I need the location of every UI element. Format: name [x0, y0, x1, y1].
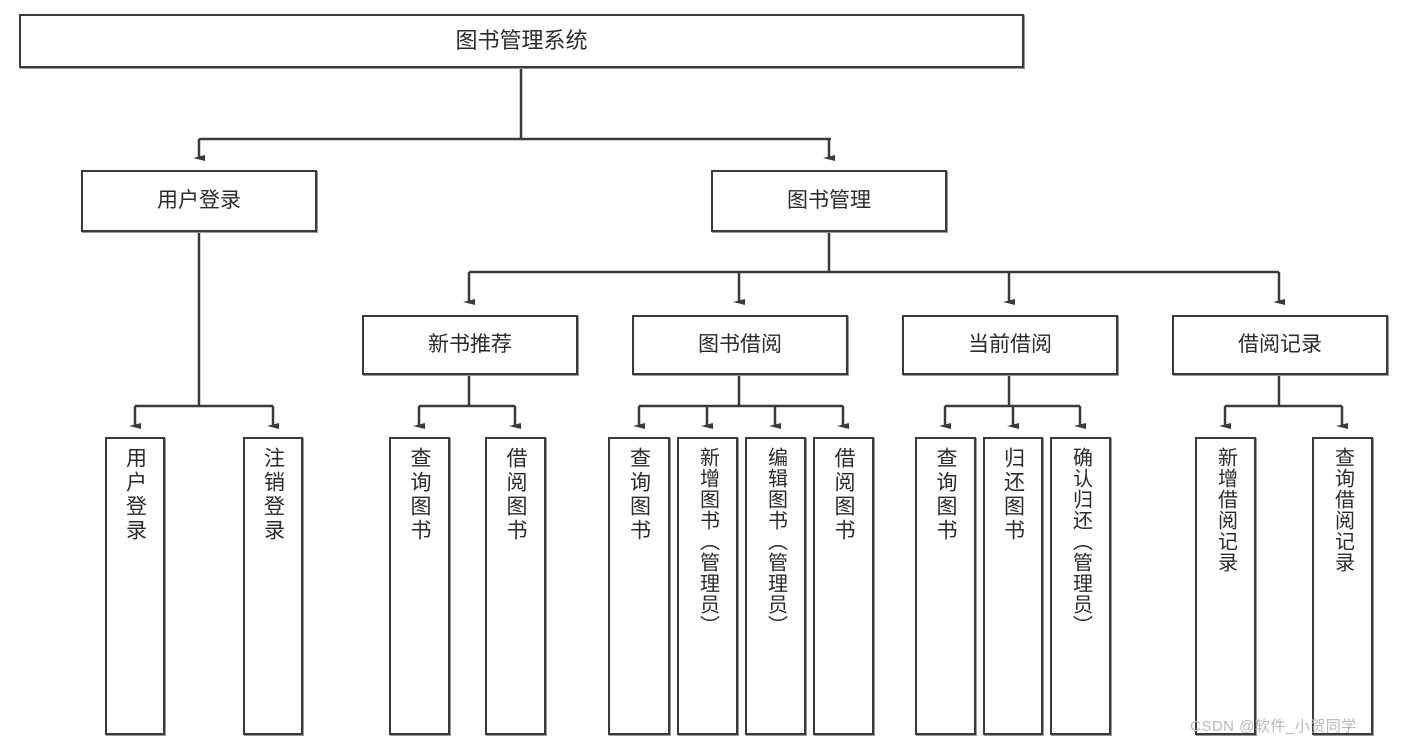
node-new-book-recommend[interactable]: 新书推荐 [362, 315, 578, 375]
node-root[interactable]: 图书管理系统 [19, 14, 1024, 68]
node-current-borrow-label: 当前借阅 [968, 332, 1052, 356]
node-leaf-query-book-3-label: 查询图书 [934, 447, 957, 543]
node-book-manage-label: 图书管理 [787, 188, 871, 212]
node-leaf-borrow-book-2-label: 借阅图书 [832, 447, 855, 543]
node-leaf-add-borrow-record-label: 新增借阅记录 [1214, 447, 1237, 573]
node-leaf-borrow-book-1[interactable]: 借阅图书 [485, 437, 546, 735]
node-book-manage[interactable]: 图书管理 [711, 170, 947, 232]
watermark-text: CSDN @软件_小贺同学 [1190, 718, 1357, 735]
node-current-borrow[interactable]: 当前借阅 [902, 315, 1118, 375]
node-leaf-query-book-2-label: 查询图书 [627, 447, 651, 543]
node-leaf-add-book-admin-label: 新增图书（管理员） [696, 447, 719, 636]
node-borrow-record-label: 借阅记录 [1238, 332, 1322, 356]
node-book-borrow[interactable]: 图书借阅 [632, 315, 848, 375]
node-leaf-user-logout-label: 注销登录 [261, 447, 285, 543]
node-user-login-label: 用户登录 [157, 188, 241, 212]
node-leaf-borrow-book-1-label: 借阅图书 [504, 447, 527, 543]
node-leaf-query-borrow-record-label: 查询借阅记录 [1331, 447, 1354, 573]
node-leaf-user-login-label: 用户登录 [123, 447, 147, 543]
node-leaf-user-logout[interactable]: 注销登录 [243, 437, 303, 735]
node-leaf-add-borrow-record[interactable]: 新增借阅记录 [1195, 437, 1256, 735]
node-leaf-query-borrow-record[interactable]: 查询借阅记录 [1312, 437, 1373, 735]
node-leaf-return-book[interactable]: 归还图书 [983, 437, 1043, 735]
node-leaf-edit-book-admin-label: 编辑图书（管理员） [764, 447, 787, 636]
node-borrow-record[interactable]: 借阅记录 [1172, 315, 1388, 375]
node-leaf-borrow-book-2[interactable]: 借阅图书 [813, 437, 874, 735]
node-leaf-user-login[interactable]: 用户登录 [105, 437, 165, 735]
node-book-borrow-label: 图书借阅 [698, 332, 782, 356]
node-leaf-confirm-return-admin-label: 确认归还（管理员） [1069, 447, 1092, 636]
node-new-book-recommend-label: 新书推荐 [428, 332, 512, 356]
node-user-login[interactable]: 用户登录 [81, 170, 317, 232]
node-leaf-query-book-2[interactable]: 查询图书 [608, 437, 670, 735]
node-leaf-confirm-return-admin[interactable]: 确认归还（管理员） [1050, 437, 1111, 735]
node-leaf-query-book-3[interactable]: 查询图书 [915, 437, 976, 735]
node-leaf-query-book-1[interactable]: 查询图书 [389, 437, 450, 735]
node-leaf-edit-book-admin[interactable]: 编辑图书（管理员） [745, 437, 806, 735]
node-leaf-return-book-label: 归还图书 [1001, 447, 1025, 543]
node-leaf-add-book-admin[interactable]: 新增图书（管理员） [677, 437, 738, 735]
node-root-label: 图书管理系统 [455, 28, 588, 54]
node-leaf-query-book-1-label: 查询图书 [408, 447, 431, 543]
